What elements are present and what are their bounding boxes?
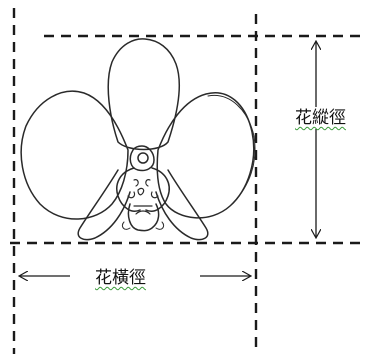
lip-left-lobe bbox=[116, 167, 141, 212]
orchid-flower-drawing bbox=[20, 38, 256, 241]
flower-height-label: 花縱徑 bbox=[292, 107, 349, 129]
dorsal-sepal bbox=[107, 38, 181, 151]
lip-callus bbox=[127, 179, 159, 215]
anther-cap bbox=[137, 152, 149, 164]
left-petal bbox=[20, 90, 129, 220]
lower-left-sepal bbox=[77, 169, 131, 241]
flower-width-label: 花橫徑 bbox=[92, 267, 149, 289]
column bbox=[129, 145, 155, 172]
right-petal-sketch-line bbox=[207, 94, 256, 205]
lip-tendrils bbox=[121, 221, 165, 230]
lip-right-lobe bbox=[145, 167, 170, 212]
lip-center bbox=[127, 203, 160, 232]
guide-lines bbox=[10, 8, 365, 354]
right-petal bbox=[156, 92, 255, 219]
lower-right-sepal bbox=[155, 169, 209, 241]
